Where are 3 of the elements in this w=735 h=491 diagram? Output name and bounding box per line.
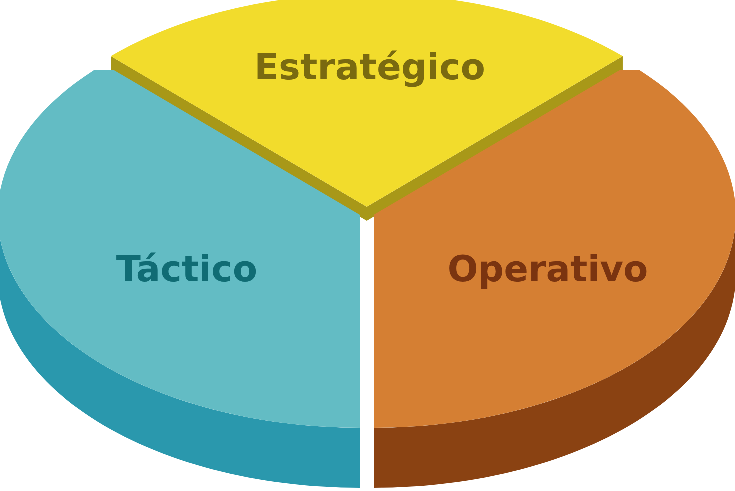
slice-label: Operativo [448, 250, 648, 290]
slice-label: Táctico [116, 250, 258, 290]
slice-label: Estratégico [254, 48, 486, 88]
